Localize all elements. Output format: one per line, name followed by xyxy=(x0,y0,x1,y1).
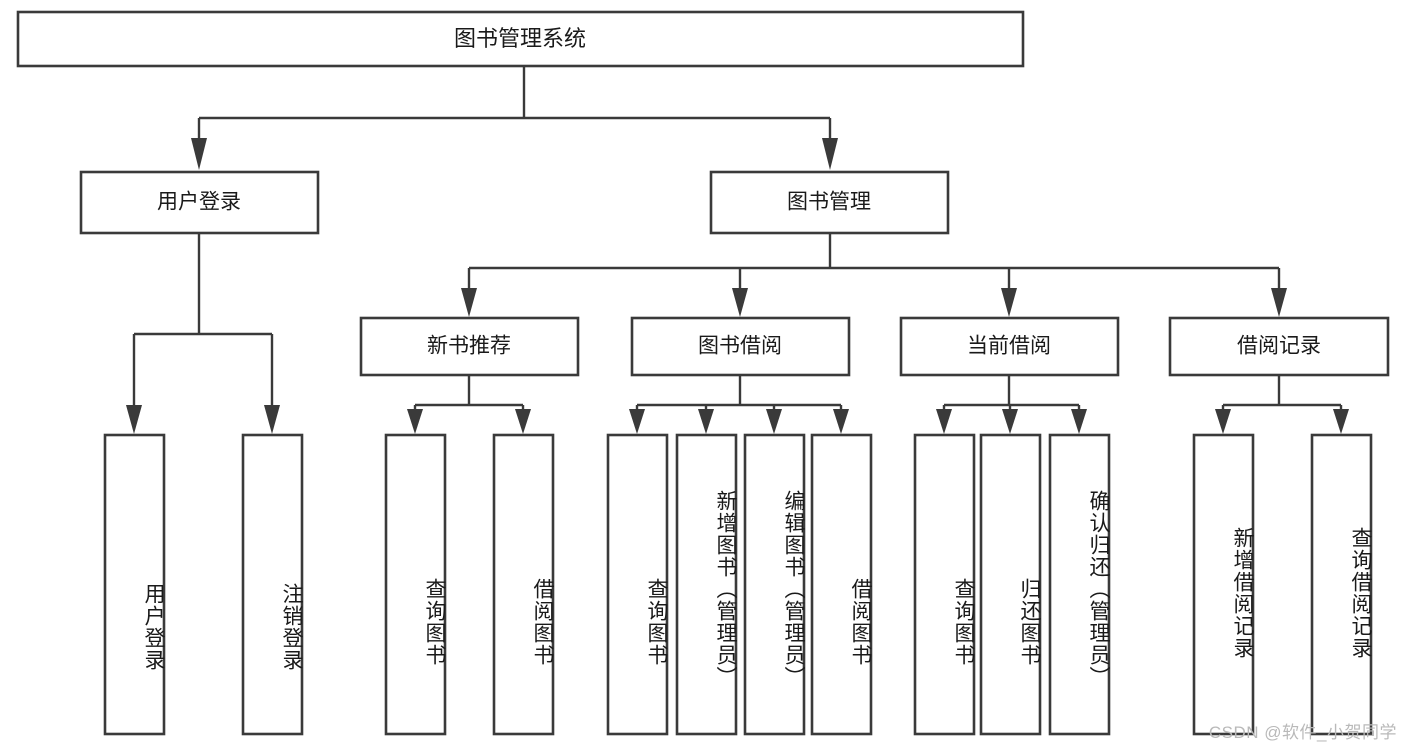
node-book-management-box[interactable] xyxy=(709,170,950,235)
arrow-bb-leaf-1 xyxy=(629,409,645,434)
connector-group-book-management xyxy=(461,233,1287,317)
node-book-management-label: 图书管理 xyxy=(787,191,871,214)
leaf-return-book-box[interactable] xyxy=(979,433,1042,736)
csdn-watermark: CSDN @软件_小贺同学 xyxy=(1208,723,1397,742)
arrow-root-to-book-management xyxy=(822,138,838,170)
leaf-edit-book-admin-box[interactable] xyxy=(743,433,806,736)
leaf-borrow-book-bb-box[interactable] xyxy=(810,433,873,736)
arrow-bm-to-borrow-record xyxy=(1271,288,1287,317)
leaf-query-book-rec-box[interactable] xyxy=(384,433,447,736)
arrow-user-login-leaf-2 xyxy=(264,405,280,434)
node-borrow-record[interactable]: 借阅记录 xyxy=(1168,316,1390,377)
node-book-borrow-box[interactable] xyxy=(630,316,851,377)
leaf-logout-login-box[interactable] xyxy=(241,433,304,736)
arrow-bm-to-book-borrow xyxy=(732,288,748,317)
node-current-borrow-box[interactable] xyxy=(899,316,1120,377)
arrow-cb-leaf-2 xyxy=(1002,409,1018,434)
node-user-login-box[interactable] xyxy=(79,170,320,235)
arrow-br-leaf-2 xyxy=(1333,409,1349,434)
connector-group-current-borrow xyxy=(936,375,1087,434)
connector-group-book-borrow xyxy=(629,375,849,434)
arrow-cb-leaf-1 xyxy=(936,409,952,434)
node-borrow-record-label: 借阅记录 xyxy=(1237,335,1321,358)
arrow-nbr-leaf-2 xyxy=(515,409,531,434)
node-new-book-recommend-box[interactable] xyxy=(359,316,580,377)
arrow-cb-leaf-3 xyxy=(1071,409,1087,434)
leaf-query-borrow-record-box[interactable] xyxy=(1310,433,1373,736)
leaf-confirm-return-admin-box[interactable] xyxy=(1048,433,1111,736)
node-current-borrow-label: 当前借阅 xyxy=(967,335,1051,358)
node-book-borrow[interactable]: 图书借阅 xyxy=(630,316,851,377)
arrow-root-to-user-login xyxy=(191,138,207,170)
node-user-login[interactable]: 用户登录 xyxy=(79,170,320,235)
node-book-management[interactable]: 图书管理 xyxy=(709,170,950,235)
node-new-book-recommend[interactable]: 新书推荐 xyxy=(359,316,580,377)
connector-group-user-login xyxy=(126,233,280,434)
arrow-user-login-leaf-1 xyxy=(126,405,142,434)
leaf-borrow-book-rec-box[interactable] xyxy=(492,433,555,736)
leaf-add-book-admin-box[interactable] xyxy=(675,433,738,736)
leaf-add-borrow-record-box[interactable] xyxy=(1192,433,1255,736)
arrow-bb-leaf-4 xyxy=(833,409,849,434)
connector-group-new-book-recommend xyxy=(407,375,531,434)
connector-group-borrow-record xyxy=(1215,375,1349,434)
arrow-bb-leaf-2 xyxy=(698,409,714,434)
node-root-label: 图书管理系统 xyxy=(454,26,586,51)
leaf-query-book-cb-box[interactable] xyxy=(913,433,976,736)
node-current-borrow[interactable]: 当前借阅 xyxy=(899,316,1120,377)
leaf-query-book-bb-box[interactable] xyxy=(606,433,669,736)
leaf-user-login-box[interactable] xyxy=(103,433,166,736)
node-user-login-label: 用户登录 xyxy=(157,191,241,214)
node-root[interactable]: 图书管理系统 xyxy=(16,10,1025,68)
node-book-borrow-label: 图书借阅 xyxy=(698,335,782,358)
arrow-nbr-leaf-1 xyxy=(407,409,423,434)
connector-group-root xyxy=(191,66,838,170)
arrow-bb-leaf-3 xyxy=(766,409,782,434)
arrow-br-leaf-1 xyxy=(1215,409,1231,434)
leaf-boxes xyxy=(103,433,1373,736)
node-root-box[interactable] xyxy=(16,10,1025,68)
node-borrow-record-box[interactable] xyxy=(1168,316,1390,377)
arrow-bm-to-current-borrow xyxy=(1001,288,1017,317)
node-new-book-recommend-label: 新书推荐 xyxy=(427,335,511,358)
arrow-bm-to-new-book-recommend xyxy=(461,288,477,317)
